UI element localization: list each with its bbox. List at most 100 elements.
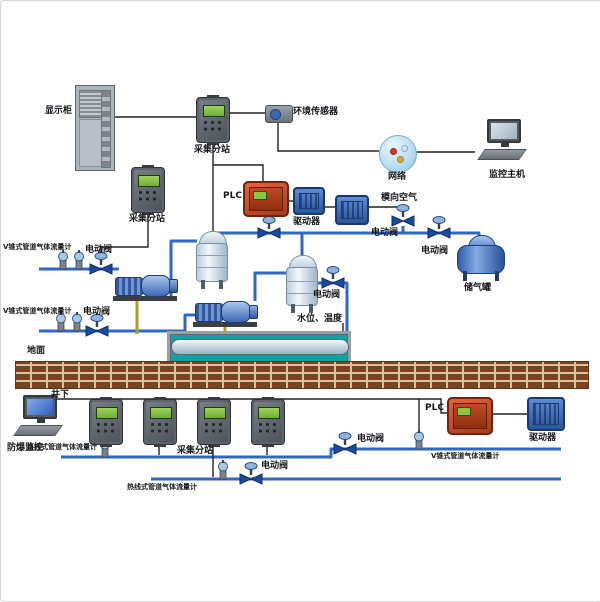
electric-valve-icon (391, 204, 415, 227)
collection-substation-left (131, 165, 165, 215)
label-electric-valve: 电动阀 (357, 434, 385, 444)
separator-tank-2 (285, 255, 319, 313)
network-globe (379, 135, 417, 173)
tank-leg (291, 304, 295, 313)
plc-box-top (243, 181, 289, 217)
pump-base (113, 296, 177, 301)
pump-motor (195, 303, 223, 322)
tank-body (286, 267, 318, 306)
pump-body (221, 301, 251, 323)
label-monitor-host: 监控主机 (489, 170, 526, 180)
flow-meter-icon (218, 459, 228, 480)
tank-leg (201, 280, 205, 289)
collection-substation-bottom-2 (143, 397, 177, 447)
cabinet-vents (79, 90, 103, 118)
label-display-cabinet: 显示柜 (45, 106, 73, 116)
screen (491, 123, 517, 139)
electric-valve-icon (257, 216, 281, 239)
label-hotwire-flowmeter: 热线式管道气体流量计 (27, 443, 97, 451)
separator-tank-1 (195, 231, 229, 289)
monitor-stand (501, 143, 509, 147)
collection-substation-bottom-1 (89, 397, 123, 447)
tank-leg (463, 271, 467, 281)
controller-buttons (203, 120, 224, 133)
label-lateral-air: 模向空气 (381, 193, 418, 203)
cabinet-panel (79, 119, 103, 167)
pump-nose (249, 305, 258, 319)
controller-screen (138, 175, 160, 187)
tank-band (287, 281, 317, 282)
label-electric-valve: 电动阀 (261, 461, 289, 471)
controller-screen (258, 407, 280, 419)
mount-tab (208, 444, 220, 447)
monitor (487, 119, 521, 143)
mount-tab (207, 142, 219, 145)
label-substation-bottom: 采集分站 (177, 446, 214, 456)
electric-valve-icon (239, 462, 263, 485)
label-electric-valve: 电动阀 (85, 245, 113, 255)
flow-meter-icon (74, 249, 84, 270)
mount-tab (154, 397, 166, 400)
tank-leg (219, 280, 223, 289)
controller-screen (204, 407, 226, 419)
explosion-proof-monitor-computer (11, 395, 67, 443)
monitor (23, 395, 57, 419)
plc-screen (457, 407, 471, 416)
label-driver-bottom: 驱动器 (529, 433, 557, 443)
collection-substation-bottom-4 (251, 397, 285, 447)
label-substation-left: 采集分站 (129, 214, 166, 224)
electric-valve-icon (321, 266, 345, 289)
label-electric-valve: 电动阀 (83, 307, 111, 317)
label-hotwire-flowmeter: 热线式管道气体流量计 (127, 483, 197, 491)
label-exproof-monitor: 防爆监控 (7, 443, 44, 453)
label-water-level-temp: 水位、温度 (297, 314, 343, 324)
collection-substation-bottom-3 (197, 397, 231, 447)
label-gas-tank: 储气罐 (464, 283, 492, 293)
keyboard (13, 425, 63, 436)
controller-screen (203, 105, 225, 117)
network-node-dot (397, 156, 404, 163)
water-ring-pump-2 (193, 297, 258, 327)
label-electric-valve: 电动阀 (313, 290, 341, 300)
controller-screen (96, 407, 118, 419)
tank-leg (309, 304, 313, 313)
pump-body (141, 275, 171, 297)
flow-meter-icon (414, 429, 424, 450)
display-cabinet (75, 85, 115, 171)
keyboard (477, 149, 527, 160)
mount-tab (142, 212, 154, 215)
water-ring-pump-1 (113, 271, 178, 301)
controller-buttons (138, 190, 159, 203)
pump-base (193, 322, 257, 327)
plc-box-bottom (447, 397, 493, 435)
environment-sensor (265, 105, 293, 123)
plc-screen (253, 191, 267, 200)
monitor-host-computer (475, 119, 531, 167)
flow-meter-icon (58, 249, 68, 270)
pool-cylinder-pipe (171, 339, 349, 355)
electric-valve-icon (89, 252, 113, 275)
flow-meter-icon (72, 311, 82, 332)
label-vcone-flowmeter: V锥式管道气体流量计 (3, 243, 72, 251)
mount-tab (154, 444, 166, 447)
label-electric-valve: 电动阀 (371, 228, 399, 238)
label-driver-top: 驱动器 (293, 217, 321, 227)
sensor-lens-icon (270, 109, 281, 120)
label-vcone-flowmeter: V锥式管道气体流量计 (431, 452, 500, 460)
controller-screen (150, 407, 172, 419)
mount-tab (262, 397, 274, 400)
driver-box-2 (335, 195, 369, 225)
driver-fins (341, 201, 363, 219)
gas-pipes (39, 226, 561, 481)
mount-tab (262, 444, 274, 447)
label-substation-top: 采集分站 (194, 145, 231, 155)
driver-box-bottom (527, 397, 565, 431)
network-node-dot (401, 145, 408, 152)
tank-band (287, 293, 317, 294)
pump-nose (169, 279, 178, 293)
controller-buttons (96, 422, 117, 435)
screen (27, 399, 53, 415)
controller-buttons (150, 422, 171, 435)
tank-leg (495, 271, 499, 281)
mount-tab (142, 165, 154, 168)
